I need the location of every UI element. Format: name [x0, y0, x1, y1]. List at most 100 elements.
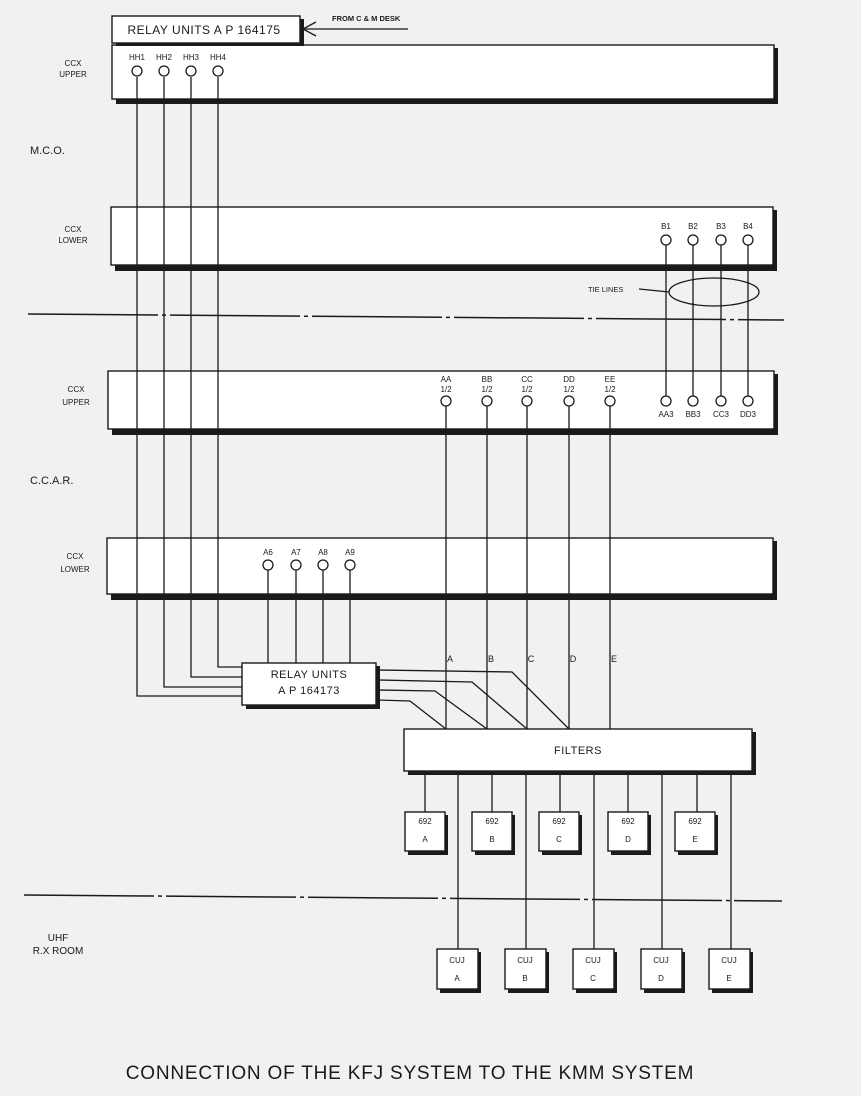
zone-label-ccar: C.C.A.R. — [30, 475, 73, 487]
relay-units-top: RELAY UNITS A P 164175 — [111, 15, 304, 46]
unit-cuj: CUJ E — [708, 948, 753, 993]
terminal-label: HH4 — [210, 53, 227, 62]
terminal-circle — [660, 234, 672, 246]
zone-label-mco: M.C.O. — [30, 145, 65, 157]
terminal-label: DD3 — [740, 410, 757, 419]
terminal-label: 1/2 — [563, 385, 575, 394]
unit-692-number: 692 — [552, 817, 566, 826]
terminal-label: 1/2 — [440, 385, 452, 394]
unit-cuj-letter: C — [590, 974, 596, 983]
relay-out-3 — [377, 689, 488, 730]
terminal-label: BB3 — [685, 410, 701, 419]
terminal-circle — [131, 65, 143, 77]
unit-692-letter: E — [692, 835, 697, 844]
a-series-terminals: A6 A7 A8 A9 — [262, 548, 356, 571]
terminal-circle — [317, 559, 329, 571]
unit-cuj-name: CUJ — [517, 956, 533, 965]
terminal-circle — [290, 559, 302, 571]
terminal-label: B2 — [688, 222, 698, 231]
unit-cuj-letter: A — [454, 974, 460, 983]
terminal-label: AA — [441, 375, 452, 384]
unit-692-number: 692 — [688, 817, 702, 826]
terminal-circle — [660, 395, 672, 407]
terminal-label: CC — [521, 375, 533, 384]
from-desk-label: FROM C & M DESK — [332, 14, 401, 23]
terminal-circle — [212, 65, 224, 77]
terminal-circle — [563, 395, 575, 407]
unit-cuj-letter: D — [658, 974, 664, 983]
line-letter-label: C — [528, 654, 535, 664]
unit-692-letter: C — [556, 835, 562, 844]
relay-out-1 — [377, 669, 570, 730]
wire-hh1 — [136, 77, 243, 697]
relay-units-mid-code: A P 164173 — [278, 685, 340, 697]
terminal-circle — [742, 395, 754, 407]
terminal-label: AA3 — [658, 410, 674, 419]
terminal-circle — [742, 234, 754, 246]
terminal-circle — [687, 234, 699, 246]
unit-692-number: 692 — [485, 817, 499, 826]
terminal-circle — [715, 234, 727, 246]
unit-cuj: CUJ C — [572, 948, 617, 993]
terminal-label: BB — [482, 375, 493, 384]
unit-cuj-name: CUJ — [721, 956, 737, 965]
wire-hh4 — [217, 77, 243, 668]
panel-ccar-lower: CCX LOWER — [60, 537, 777, 600]
terminal-label: A9 — [345, 548, 355, 557]
unit-cuj: CUJ B — [504, 948, 549, 993]
panel-label: CCX — [65, 59, 83, 68]
terminal-label: HH1 — [129, 53, 146, 62]
terminal-label: DD — [563, 375, 575, 384]
line-letter-label: A — [447, 654, 453, 664]
terminal-circle — [687, 395, 699, 407]
terminal-label: A7 — [291, 548, 301, 557]
terminal-label: A6 — [263, 548, 273, 557]
unit-692-letter: B — [489, 835, 494, 844]
relay-out-4 — [377, 699, 447, 730]
filters-box: FILTERS — [403, 728, 756, 775]
panel-label: UPPER — [59, 70, 87, 79]
relay-units-mid-label: RELAY UNITS — [271, 669, 348, 681]
relay-units-mid: RELAY UNITS A P 164173 — [241, 662, 380, 709]
panel-label: CCX — [65, 225, 83, 234]
tie-lines-leader — [638, 288, 670, 293]
unit-cuj-name: CUJ — [449, 956, 465, 965]
terminal-label: B3 — [716, 222, 726, 231]
terminal-label: HH2 — [156, 53, 173, 62]
relay-units-top-label: RELAY UNITS A P 164175 — [127, 23, 280, 37]
terminal-label: A8 — [318, 548, 328, 557]
terminal-label: EE — [605, 375, 616, 384]
diagram-title: CONNECTION OF THE KFJ SYSTEM TO THE KMM … — [126, 1063, 695, 1084]
terminal-circle — [715, 395, 727, 407]
panel-mco-upper: CCX UPPER — [59, 44, 778, 104]
unit-cuj-letter: E — [726, 974, 731, 983]
terminal-label: 1/2 — [521, 385, 533, 394]
unit-cuj-name: CUJ — [585, 956, 601, 965]
panel-label: LOWER — [60, 565, 90, 574]
unit-692-letter: A — [422, 835, 428, 844]
terminal-label: B1 — [661, 222, 671, 231]
unit-cuj-letter: B — [522, 974, 527, 983]
terminal-circle — [481, 395, 493, 407]
terminal-circle — [344, 559, 356, 571]
terminal-circle — [185, 65, 197, 77]
filters-label: FILTERS — [554, 745, 602, 757]
terminal-label: 1/2 — [481, 385, 493, 394]
terminal-circle — [158, 65, 170, 77]
zone-label-uhf: UHF — [48, 933, 69, 944]
panel-label: CCX — [68, 385, 86, 394]
arrow-left-icon — [301, 21, 317, 37]
terminal-circle — [440, 395, 452, 407]
zone-label-rx-room: R.X ROOM — [33, 946, 84, 957]
unit-692-number: 692 — [621, 817, 635, 826]
